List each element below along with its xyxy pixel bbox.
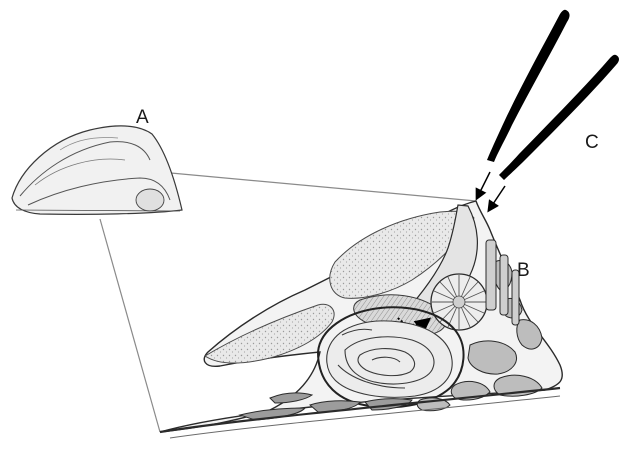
- coiled-structure: [327, 321, 452, 397]
- forceps-arrow-right: [489, 186, 505, 210]
- forceps-tool: [477, 10, 619, 210]
- overview-organ-circle: [136, 189, 164, 211]
- overview-section-thumbnail: [12, 126, 182, 214]
- label-b: B: [517, 260, 530, 281]
- forceps-arm-right: [499, 55, 619, 180]
- forceps-arm-left: [487, 10, 570, 162]
- label-c: C: [585, 132, 599, 153]
- label-a: A: [136, 107, 149, 128]
- forceps-arrow-left: [477, 172, 490, 198]
- detail-section: [160, 201, 562, 438]
- radial-organ: [431, 274, 487, 330]
